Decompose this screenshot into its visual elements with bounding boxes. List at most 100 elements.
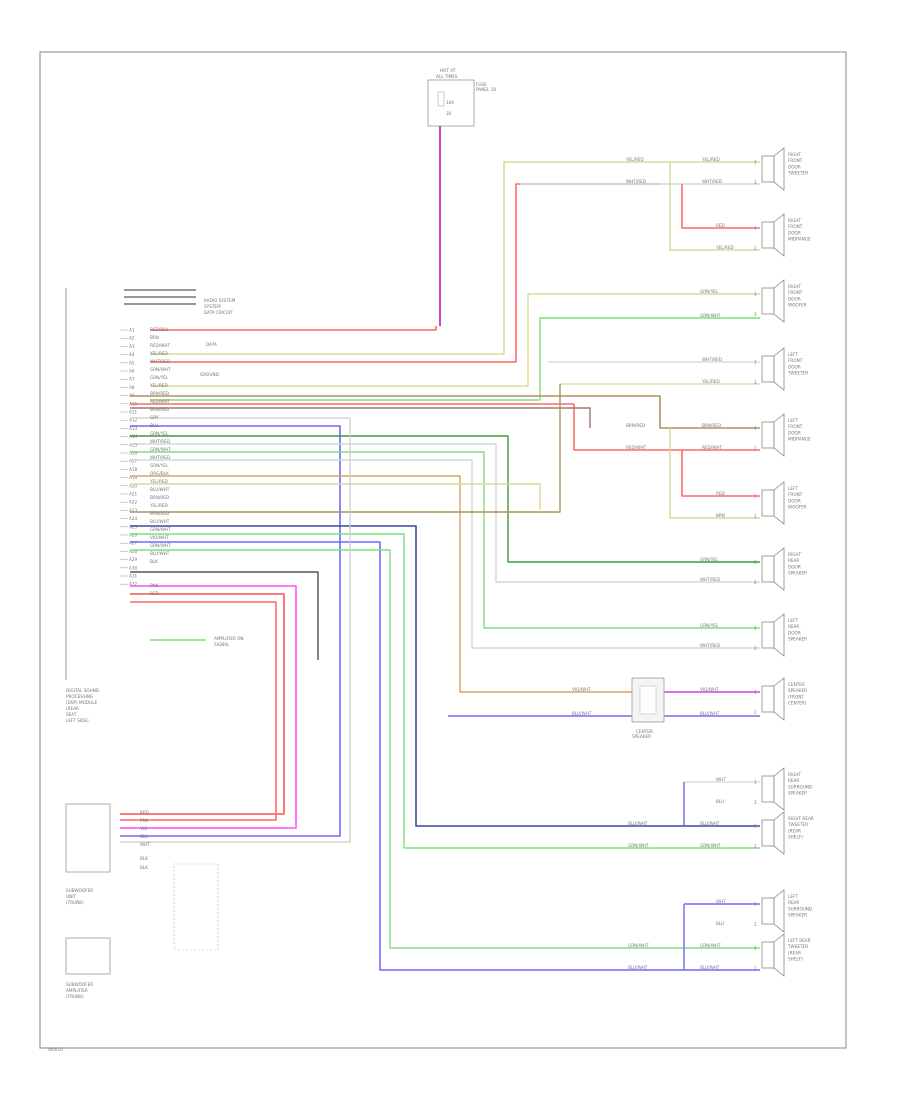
speaker-label: (REAR xyxy=(788,950,801,955)
speaker-label: LEFT xyxy=(788,618,798,623)
note-system: SYSTEM xyxy=(204,304,221,309)
dsp-caption: DIGITAL SOUND PROCESSING (DSP) MODULE (R… xyxy=(66,688,99,723)
svg-text:1: 1 xyxy=(754,226,757,231)
pin-label: A27 xyxy=(129,541,138,546)
wire-label: YEL/RED xyxy=(625,157,644,162)
speaker-label: FRONT xyxy=(788,358,803,363)
dsp-line5: SEAT xyxy=(66,712,77,717)
note-data: DATA CIRCUIT xyxy=(204,310,233,315)
wire-label: BLU xyxy=(150,423,158,428)
speaker-label: LEFT xyxy=(788,486,798,491)
pin-label: A11 xyxy=(129,410,138,415)
wire-label: WHT/RED xyxy=(150,359,170,364)
pin-label: A19 xyxy=(129,475,138,480)
wire-label: YEL/RED xyxy=(701,157,720,162)
pin-label: A2 xyxy=(129,336,135,341)
svg-text:1: 1 xyxy=(754,560,757,565)
pin-label: A7 xyxy=(129,377,135,382)
speaker-label: SPEAKER xyxy=(788,913,807,918)
wire-label: WHT xyxy=(716,899,726,904)
wire-label: BLU/WHT xyxy=(150,487,170,492)
pin-label: A20 xyxy=(129,483,138,488)
wire-red-sub xyxy=(120,593,285,815)
wire-label: GRN/WHT xyxy=(150,367,171,372)
wire-rf-c xyxy=(669,162,760,251)
wire-red-fuse xyxy=(150,326,437,331)
speaker-label: (REAR xyxy=(788,828,801,833)
wire-label: GRN/YEL xyxy=(700,289,719,294)
speaker-label: SHELF) xyxy=(788,957,803,962)
speaker-label: DOOR xyxy=(788,364,801,369)
dsp-line3: (DSP) MODULE xyxy=(66,700,98,705)
speaker-label: DOOR xyxy=(788,430,801,435)
amp-line3: (TRUNK) xyxy=(66,994,84,999)
wire-label: RED/WHT xyxy=(702,445,722,450)
speaker-label: TWEETER xyxy=(787,371,808,376)
svg-text:1: 1 xyxy=(754,160,757,165)
wire-grn-rmid2 xyxy=(150,317,760,401)
wire-label: WHT xyxy=(716,777,726,782)
pin-label: A3 xyxy=(129,344,135,349)
wire-blu-3 xyxy=(130,541,760,971)
wire-label: BLU/WHT xyxy=(572,711,592,716)
wire-label: GRN/WHT xyxy=(150,543,171,548)
speaker-label: TWEETER xyxy=(787,822,808,827)
wire-label: PNK xyxy=(150,583,159,588)
fuse-num: 30 xyxy=(446,111,452,116)
wire-label: VIO/WHT xyxy=(150,535,169,540)
svg-text:1: 1 xyxy=(754,292,757,297)
wire-brn-1 xyxy=(130,395,760,429)
note-amp-on: AMPLIFIER ON xyxy=(214,636,244,641)
speaker-label: SHELF) xyxy=(788,835,803,840)
speaker-label: MIDRANGE xyxy=(788,437,811,442)
speaker-label: FRONT xyxy=(788,424,803,429)
wire-label: WHT xyxy=(140,842,150,847)
wire-grn-rmid xyxy=(150,293,760,387)
speaker-label: REAR xyxy=(788,558,799,563)
center-caption-2: SPEAKER xyxy=(632,734,651,739)
pin-label: A6 xyxy=(129,369,135,374)
wire-label: BRN/RED xyxy=(150,391,169,396)
fuse-line2: PANEL 18 xyxy=(476,87,496,92)
svg-text:2: 2 xyxy=(754,710,757,715)
svg-text:1: 1 xyxy=(754,824,757,829)
speaker-label: LEFT xyxy=(788,352,798,357)
amplifier-box: SUBWOOFER AMPLIFIER (TRUNK) xyxy=(65,937,111,999)
wire-red-rf xyxy=(150,183,660,363)
wire-blu-main xyxy=(120,425,341,837)
speaker-label: SURROUND xyxy=(788,784,812,789)
pin-label: A32 xyxy=(129,582,138,587)
speaker-label: LEFT REAR xyxy=(788,938,811,943)
wire-label: BLU xyxy=(716,799,724,804)
pin-label: A24 xyxy=(129,516,138,521)
speaker-label: DOOR xyxy=(788,164,801,169)
speaker-label: DOOR xyxy=(788,630,801,635)
wire-label: GRN/WHT xyxy=(700,943,721,948)
wire-label: GRY xyxy=(150,415,159,420)
amp-line1: SUBWOOFER xyxy=(66,982,93,987)
svg-text:2: 2 xyxy=(754,580,757,585)
note-ground: GROUND xyxy=(200,372,219,377)
speaker-label: RIGHT xyxy=(788,218,802,223)
wires: RED/BLUBRNRED/WHTYEL/REDWHT/REDGRN/WHTGR… xyxy=(120,126,760,971)
wire-label: BLK xyxy=(140,865,148,870)
wire-label: BRN/RED xyxy=(702,423,721,428)
pin-label: A12 xyxy=(129,418,138,423)
pin-label: A15 xyxy=(129,442,138,447)
wire-brn-3 xyxy=(130,384,561,513)
wire-mag-sub xyxy=(120,585,297,829)
speaker-label: SPEAKER xyxy=(788,791,807,796)
dsp-line6: LEFT SIDE) xyxy=(66,718,89,723)
speaker-label: MIDRANGE xyxy=(788,237,811,242)
pin-label: A28 xyxy=(129,549,138,554)
wire-label: WHT/RED xyxy=(626,179,646,184)
wire-label: BLK xyxy=(140,856,148,861)
